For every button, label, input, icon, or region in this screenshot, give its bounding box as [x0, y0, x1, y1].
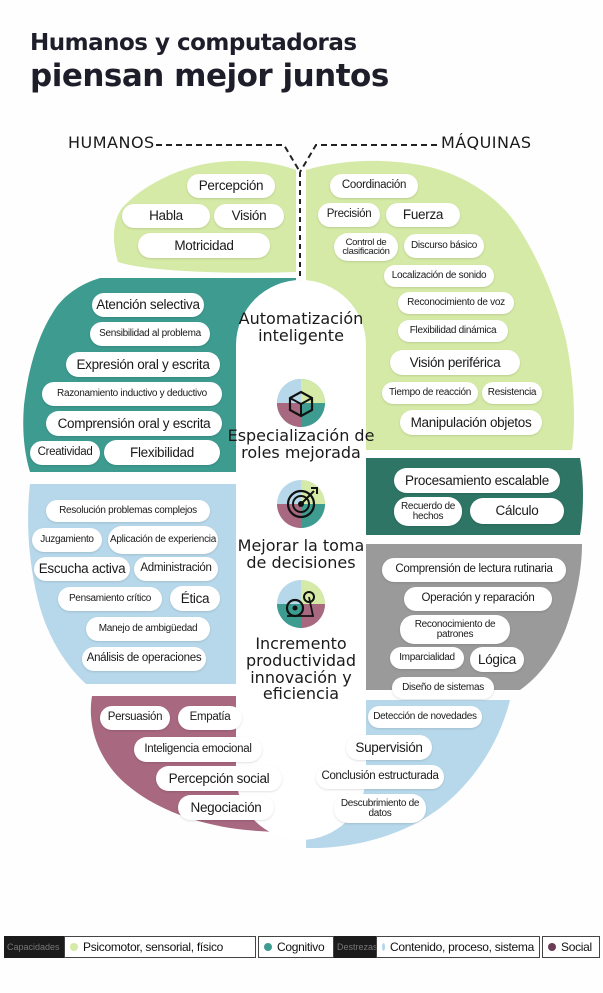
skill-inteligencia: Inteligencia emocional: [134, 737, 262, 762]
gears-icon: [277, 580, 325, 628]
skill-discurso: Discurso básico: [404, 234, 484, 258]
skill-flexibilidad-dinamica: Flexibilidad dinámica: [398, 320, 508, 342]
connector-right: [299, 144, 437, 173]
skill-expresion: Expresión oral y escrita: [66, 352, 220, 377]
center-incremento: Incremento productividad innovación y ef…: [245, 634, 356, 704]
legend-band-destrezas-label: Destrezas: [337, 942, 378, 952]
label-humans: HUMANOS: [68, 133, 155, 152]
label-machines: MÁQUINAS: [441, 133, 532, 152]
skill-creatividad: Creatividad: [30, 441, 100, 465]
legend-social: Social: [542, 936, 600, 958]
legend-dot-social: [548, 943, 556, 951]
legend-dot-cognitive: [264, 943, 272, 951]
skill-control: Control de clasificación: [334, 233, 398, 261]
skill-razonamiento: Razonamiento inductivo y deductivo: [42, 382, 222, 406]
skill-manejo: Manejo de ambigüedad: [86, 617, 210, 641]
skill-supervision: Supervisión: [346, 735, 432, 760]
skill-administracion: Administración: [134, 557, 218, 581]
title-line-1: Humanos y computadoras: [30, 30, 357, 56]
skill-resolucion: Resolución problemas complejos: [46, 500, 210, 522]
skill-analisis: Análisis de operaciones: [82, 647, 206, 671]
skill-empatia: Empatía: [178, 706, 242, 730]
skill-reconocimiento-voz: Reconocimiento de voz: [398, 292, 514, 314]
skill-negociacion: Negociación: [178, 795, 274, 820]
skill-coordinacion: Coordinación: [330, 174, 418, 198]
skill-comprension: Comprensión oral y escrita: [46, 411, 222, 436]
center-mejorar: Mejorar la toma de decisiones: [237, 536, 365, 572]
skill-procesamiento: Procesamiento escalable: [394, 468, 560, 493]
skill-aplicacion: Aplicación de experiencia: [108, 526, 218, 554]
skill-descubrimiento: Descubrimiento de datos: [334, 794, 426, 823]
legend-dot-psychomotor: [70, 943, 78, 951]
skill-logica: Lógica: [470, 647, 524, 672]
skill-sensibilidad: Sensibilidad al problema: [90, 322, 210, 346]
skill-recuerdo: Recuerdo de hechos: [394, 497, 462, 526]
legend-cognitive: Cognitivo: [258, 936, 334, 958]
skill-pensamiento: Pensamiento crítico: [58, 587, 162, 611]
skill-persuasion: Persuasión: [100, 706, 170, 730]
skill-vision-periferica: Visión periférica: [390, 350, 520, 375]
legend-cognitive-label: Cognitivo: [277, 940, 325, 954]
skill-vision: Visión: [214, 204, 284, 228]
skill-tiempo: Tiempo de reacción: [382, 382, 478, 404]
legend-psychomotor: Psicomotor, sensorial, físico: [64, 936, 256, 958]
target-icon: [277, 480, 325, 528]
skill-percepcion: Percepción: [187, 174, 275, 198]
skill-fuerza: Fuerza: [386, 203, 460, 227]
title-line-2: piensan mejor juntos: [30, 58, 389, 94]
legend-content: Contenido, proceso, sistema: [376, 936, 540, 958]
skill-atencion: Atención selectiva: [92, 293, 204, 317]
cube-icon: [277, 379, 325, 427]
skill-diseno: Diseño de sistemas: [392, 677, 494, 699]
skill-flexibilidad: Flexibilidad: [104, 440, 220, 465]
skill-juzgamiento: Juzgamiento: [32, 528, 102, 552]
skill-manipulacion: Manipulación objetos: [400, 410, 542, 435]
skill-motricidad: Motricidad: [138, 233, 270, 258]
center-automatizacion: Automatización inteligente: [238, 309, 364, 345]
center-spine: [236, 280, 366, 840]
skill-reconocimiento-patrones: Reconocimiento de patrones: [400, 615, 510, 644]
skill-habla: Habla: [122, 204, 210, 228]
skill-operacion: Operación y reparación: [404, 587, 552, 611]
skill-imparcialidad: Imparcialidad: [390, 647, 464, 669]
skill-comprension-lectura: Comprensión de lectura rutinaria: [382, 558, 566, 582]
skill-percepcion-social: Percepción social: [156, 766, 282, 791]
skill-calculo: Cálculo: [470, 498, 564, 524]
legend-band-destrezas: Destrezas: [334, 936, 378, 958]
legend-social-label: Social: [561, 940, 592, 954]
center-especializacion: Especialización de roles mejorada: [227, 426, 375, 462]
skill-resistencia: Resistencia: [482, 382, 542, 404]
legend-content-label: Contenido, proceso, sistema: [390, 940, 534, 954]
legend-dot-content: [382, 943, 386, 951]
skill-etica: Ética: [170, 586, 220, 611]
legend-band-capacidades: Capacidades: [4, 936, 64, 958]
connector-left: [156, 144, 301, 173]
skill-deteccion: Detección de novedades: [368, 706, 482, 728]
legend-psychomotor-label: Psicomotor, sensorial, físico: [83, 940, 224, 954]
skill-localizacion: Localización de sonido: [384, 265, 494, 287]
legend-band-capacidades-label: Capacidades: [7, 942, 60, 952]
skill-conclusion: Conclusión estructurada: [316, 765, 444, 789]
skill-escucha: Escucha activa: [34, 557, 130, 581]
skill-precision: Precisión: [318, 203, 380, 227]
